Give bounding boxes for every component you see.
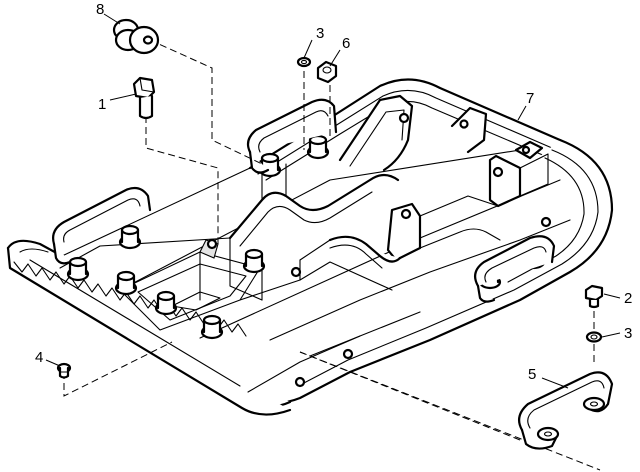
- callout-1: 1: [98, 96, 106, 113]
- handle-right-mounted: [473, 235, 556, 303]
- assembly-lines: [63, 39, 601, 471]
- handle-part-5: [517, 371, 614, 450]
- nut-part-6: [316, 60, 338, 84]
- callout-4: 4: [35, 349, 43, 366]
- plug-part-4: [56, 362, 72, 379]
- callout-5: 5: [528, 366, 536, 383]
- callout-3-top: 3: [316, 25, 324, 42]
- bolt-part-1: [132, 76, 156, 120]
- washer-part-3-right: [585, 331, 603, 343]
- skid-frame: [6, 78, 614, 416]
- handle-left: [52, 186, 152, 265]
- callout-8: 8: [96, 1, 104, 18]
- callout-2: 2: [624, 290, 632, 307]
- callout-6: 6: [342, 35, 350, 52]
- callout-3-right: 3: [624, 325, 632, 342]
- bolt-part-2: [584, 284, 604, 309]
- callout-leaders: [45, 13, 621, 389]
- plug-part-8: [112, 18, 160, 55]
- washer-part-3-top: [296, 56, 312, 68]
- callout-7: 7: [526, 90, 534, 107]
